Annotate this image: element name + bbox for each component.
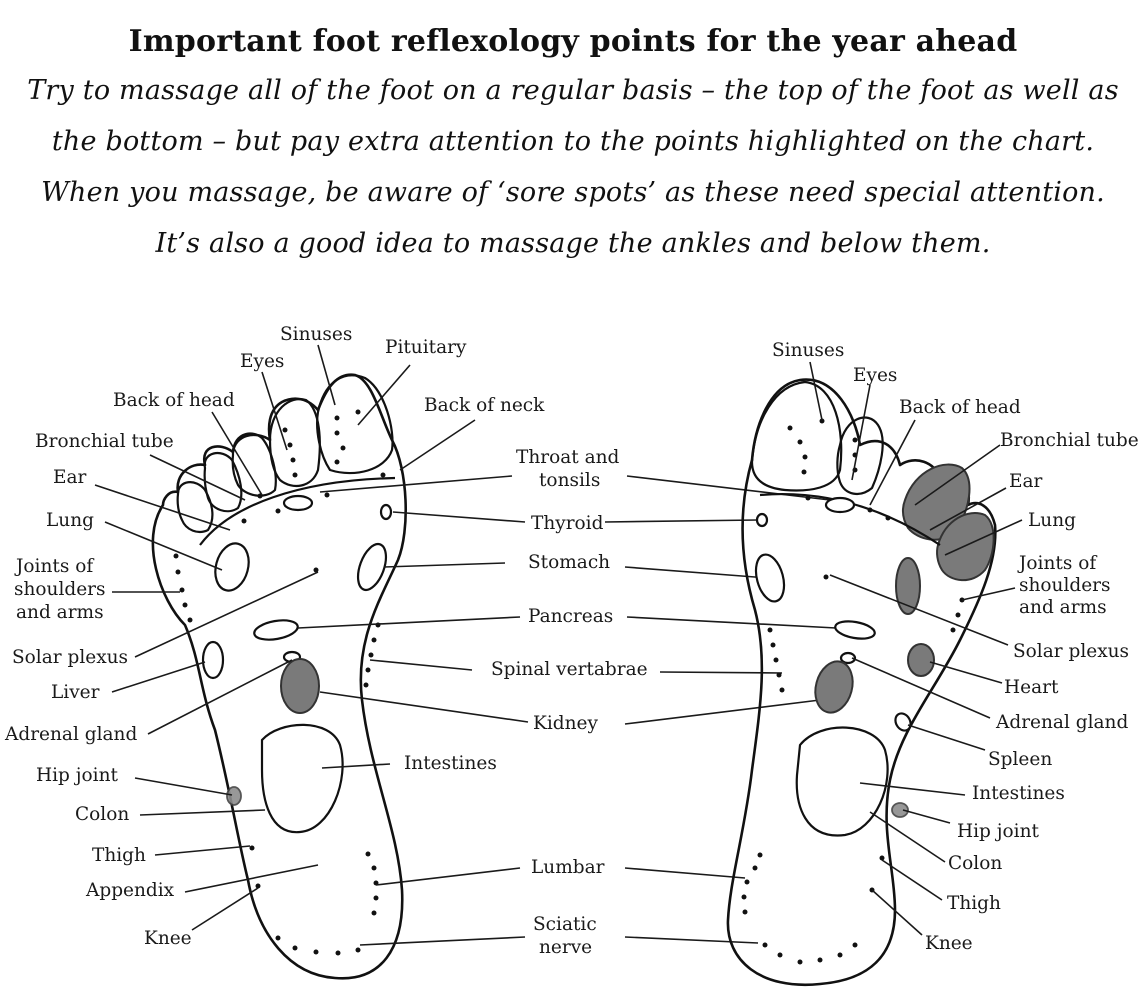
label-joints-line: and arms — [16, 602, 104, 623]
label-adrenal-gland: Adrenal gland — [4, 724, 137, 745]
header: Important foot reflexology points for th… — [0, 0, 1146, 269]
center-labels: Throat and tonsils Thyroid Stomach Pancr… — [491, 447, 648, 958]
right-leader-lines — [809, 361, 1023, 936]
right-second-toe — [836, 416, 884, 496]
label-thyroid: Thyroid — [531, 513, 604, 534]
left-leader-lines — [94, 344, 476, 931]
label-sciatic-line: nerve — [539, 937, 592, 958]
label-throat-line: Throat and — [516, 447, 620, 468]
right-kidney-shaded — [814, 660, 854, 714]
label-ear: Ear — [53, 467, 87, 488]
intro-line: the bottom – but pay extra attention to … — [51, 126, 1095, 157]
label-spinal-vertabrae: Spinal vertabrae — [491, 659, 648, 680]
label-back-of-head: Back of head — [899, 397, 1021, 418]
left-thyroid-oval — [379, 503, 393, 521]
label-heart: Heart — [1004, 677, 1059, 698]
intro-line: It’s also a good idea to massage the ank… — [155, 228, 991, 259]
label-lung: Lung — [1028, 510, 1076, 531]
left-throat-oval — [282, 494, 314, 512]
intro-line: Try to massage all of the foot on a regu… — [27, 75, 1119, 106]
label-sciatic-line: Sciatic — [533, 914, 597, 935]
right-hip-joint-shade — [891, 802, 909, 818]
right-pancreas-oval — [834, 620, 876, 640]
left-foot: Sinuses Pituitary Eyes Back of head Back… — [4, 324, 545, 980]
label-eyes: Eyes — [240, 351, 284, 372]
right-adrenal-oval — [839, 651, 857, 665]
label-solar-plexus: Solar plexus — [12, 647, 128, 668]
page-title: Important foot reflexology points for th… — [128, 24, 1018, 59]
label-thigh: Thigh — [92, 845, 146, 866]
label-eyes: Eyes — [853, 365, 897, 386]
left-third-toe — [231, 432, 277, 497]
left-lung-oval — [214, 542, 250, 592]
label-pancreas: Pancreas — [528, 606, 613, 627]
intro-text: Try to massage all of the foot on a regu… — [0, 65, 1146, 269]
right-big-toe — [750, 380, 843, 492]
label-joints-line: and arms — [1019, 597, 1107, 618]
label-intestines: Intestines — [972, 783, 1065, 804]
label-lumbar: Lumbar — [531, 857, 605, 878]
intro-line: When you massage, be aware of ‘sore spot… — [41, 177, 1105, 208]
label-colon: Colon — [75, 804, 129, 825]
left-big-toe — [316, 374, 394, 475]
label-bronchial-tube: Bronchial tube — [35, 431, 174, 452]
left-foot-outline — [151, 373, 408, 980]
label-thigh: Thigh — [947, 893, 1001, 914]
left-fourth-toe — [203, 451, 243, 513]
label-ear: Ear — [1009, 471, 1043, 492]
right-lung-oval — [754, 553, 786, 603]
right-throat-oval — [824, 496, 856, 514]
label-back-of-neck: Back of neck — [424, 395, 545, 416]
label-lung: Lung — [46, 510, 94, 531]
label-back-of-head: Back of head — [113, 390, 235, 411]
left-labels: Sinuses Pituitary Eyes Back of head Back… — [4, 324, 545, 949]
left-ball-line — [199, 476, 396, 546]
label-bronchial-tube: Bronchial tube — [1000, 430, 1139, 451]
label-joints-line: shoulders — [1019, 575, 1111, 596]
label-knee: Knee — [925, 933, 973, 954]
left-intestines-outline — [260, 723, 344, 834]
label-solar-plexus: Solar plexus — [1013, 641, 1129, 662]
label-joints-line: Joints of — [14, 556, 94, 577]
label-spleen: Spleen — [988, 749, 1052, 770]
left-little-toe — [176, 481, 214, 534]
left-kidney-shaded — [280, 658, 320, 714]
label-liver: Liver — [51, 682, 100, 703]
label-pituitary: Pituitary — [385, 337, 467, 358]
left-pancreas-oval — [253, 619, 299, 641]
label-sinuses: Sinuses — [280, 324, 352, 345]
right-labels: Sinuses Eyes Back of head Bronchial tube… — [772, 340, 1139, 954]
label-colon: Colon — [948, 853, 1002, 874]
right-foot: Sinuses Eyes Back of head Bronchial tube… — [726, 340, 1139, 987]
label-stomach: Stomach — [528, 552, 610, 573]
right-heart-shaded — [907, 643, 935, 677]
label-sinuses: Sinuses — [772, 340, 844, 361]
left-liver-oval — [201, 640, 225, 680]
label-adrenal-gland: Adrenal gland — [995, 712, 1128, 733]
label-joints-line: shoulders — [14, 579, 106, 600]
label-kidney: Kidney — [533, 713, 598, 734]
center-leader-lines — [297, 475, 837, 946]
label-joints-line: Joints of — [1017, 553, 1097, 574]
label-appendix: Appendix — [85, 880, 175, 901]
left-hip-joint-shade — [226, 786, 242, 806]
label-intestines: Intestines — [404, 753, 497, 774]
label-hip-joint: Hip joint — [957, 821, 1039, 842]
label-throat-line: tonsils — [539, 470, 600, 491]
right-intestines-outline — [795, 726, 889, 837]
left-stomach-oval — [356, 542, 388, 592]
label-hip-joint: Hip joint — [36, 765, 118, 786]
right-thyroid-oval — [755, 512, 769, 528]
right-spleen-oval — [894, 712, 912, 732]
right-joint-shaded — [895, 557, 921, 615]
label-knee: Knee — [144, 928, 192, 949]
